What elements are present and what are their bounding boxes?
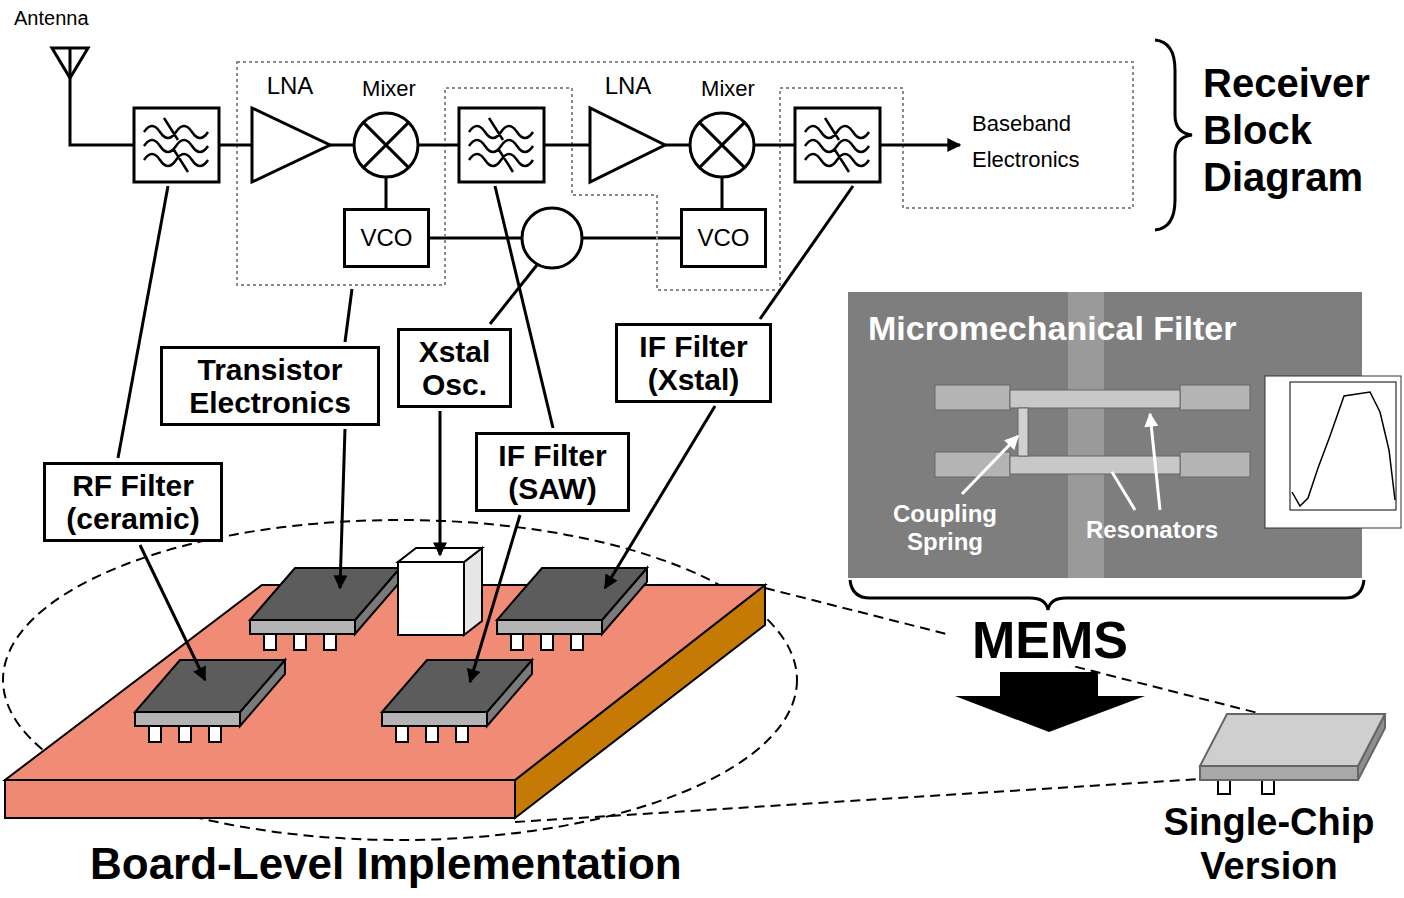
board-front <box>5 780 515 818</box>
block-label: Mixer <box>683 76 773 102</box>
box-text: VCO <box>360 225 412 251</box>
amplifier-symbol <box>252 108 330 182</box>
leader-line <box>439 411 442 555</box>
callout-arrow <box>962 436 1018 494</box>
oscillator-box: VCO <box>680 208 767 268</box>
oscillator-box: VCO <box>343 208 430 268</box>
sem-anchor <box>935 385 1010 410</box>
rf-filter-symbol <box>134 108 219 182</box>
cube-front <box>398 562 464 635</box>
leader-group <box>118 186 853 682</box>
block-label: LNA <box>588 72 668 101</box>
mixer-cross <box>363 122 408 167</box>
response-inset <box>1265 376 1401 528</box>
block-label: Mixer <box>344 76 434 102</box>
component-box: IF Filter (SAW) <box>475 432 630 512</box>
sem-anchor <box>1180 452 1250 477</box>
block-label: LNA <box>250 72 330 101</box>
single-chip-front <box>1200 766 1358 780</box>
brace <box>850 580 1364 610</box>
leader-line <box>345 289 352 342</box>
crystal-cube <box>398 548 482 635</box>
component-box: IF Filter (Xstal) <box>615 323 772 403</box>
caption-label: Board-Level Implementation <box>90 840 682 888</box>
box-text: Transistor Electronics <box>169 353 371 419</box>
sem-anchor <box>1180 385 1250 410</box>
callout-arrow <box>1112 414 1160 510</box>
signal-arrow <box>880 144 960 147</box>
mixer-symbol <box>354 113 418 177</box>
filter-response-curve <box>1292 392 1395 506</box>
leader-line <box>760 186 853 319</box>
leader-line <box>490 265 537 324</box>
transistor-chip <box>250 568 400 650</box>
lo-wire <box>386 177 722 208</box>
leader-line <box>470 515 520 682</box>
box-text: IF Filter (SAW) <box>484 439 621 505</box>
callout-label: Resonators <box>1086 516 1218 545</box>
heading-label: Receiver Block Diagram <box>1203 60 1398 201</box>
big-arrow <box>955 672 1145 732</box>
if-xstal-chip <box>497 568 647 650</box>
if-filter-symbol <box>459 108 544 182</box>
sem-resonator-beam <box>1010 390 1180 408</box>
leader-line <box>140 545 205 680</box>
sem-coupling-spring <box>1018 408 1028 456</box>
brace <box>1155 40 1192 230</box>
block-label: Baseband Electronics <box>972 106 1122 178</box>
callout-label: Coupling Spring <box>878 500 1012 556</box>
saw-chip <box>382 660 532 742</box>
mixer-cross <box>699 122 744 167</box>
inset-axes <box>1290 382 1396 510</box>
single-chip-top <box>1200 714 1385 766</box>
component-box: Transistor Electronics <box>160 346 380 426</box>
box-text: Micromechanical Filter <box>868 308 1342 349</box>
caption-label: Single-Chip Version <box>1140 800 1398 888</box>
box-text: Xstal Osc. <box>406 335 503 401</box>
leader-line <box>340 429 345 588</box>
dotted-region <box>237 62 1133 290</box>
box-text: RF Filter (ceramic) <box>52 469 214 535</box>
component-box: RF Filter (ceramic) <box>43 462 223 542</box>
mixer-symbol <box>690 113 754 177</box>
box-text: VCO <box>697 225 749 251</box>
zoom-ellipse <box>3 520 797 840</box>
if-filter-symbol <box>795 108 880 182</box>
oscillator-symbol <box>522 208 582 268</box>
box-text: IF Filter (Xstal) <box>624 330 763 396</box>
board-top <box>5 585 765 780</box>
component-box: Xstal Osc. <box>397 328 512 408</box>
rf-filter-chip <box>135 660 285 742</box>
amplifier-symbol <box>590 108 665 182</box>
heading-label: MEMS <box>950 614 1150 666</box>
antenna-label: Antenna <box>14 6 89 30</box>
